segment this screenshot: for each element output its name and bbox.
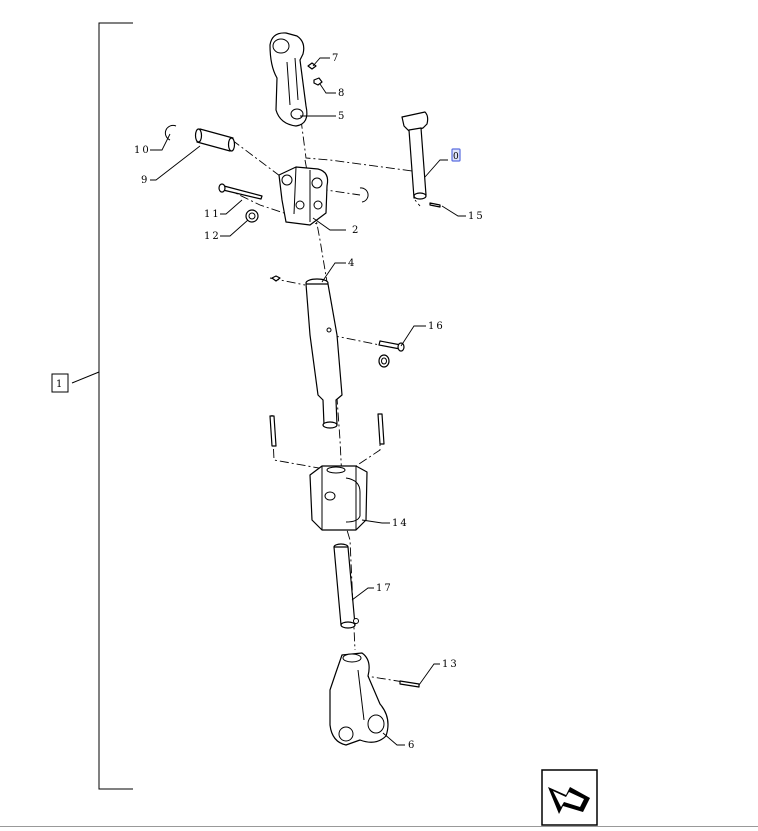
part-roll-pin-left[interactable]: [269, 415, 277, 447]
callout-5[interactable]: 5: [338, 111, 346, 122]
highlighted-callout[interactable]: 0: [451, 148, 461, 162]
bottom-divider: [0, 826, 758, 827]
callout-9[interactable]: 9: [141, 175, 149, 186]
part-16-bolt[interactable]: [378, 340, 405, 352]
part-handle-pin[interactable]: [401, 111, 429, 200]
part-2-clevis[interactable]: [278, 166, 329, 226]
part-16-ring[interactable]: [378, 354, 390, 368]
callout-17[interactable]: 17: [376, 583, 393, 594]
assembly-label: 1: [56, 379, 64, 390]
part-9-pin[interactable]: [194, 128, 236, 152]
callout-2[interactable]: 2: [352, 225, 360, 236]
part-13-pin[interactable]: [399, 680, 420, 688]
part-6-lower-clevis[interactable]: [329, 652, 389, 746]
callout-7[interactable]: 7: [332, 53, 340, 64]
callout-numbers: 7 8 5 10 9 11 12 2 15 4 16 14 17 13 6: [134, 53, 485, 751]
callout-12[interactable]: 12: [204, 231, 221, 242]
part-circlip-right[interactable]: [359, 187, 369, 203]
callout-15[interactable]: 15: [468, 211, 485, 222]
callout-16[interactable]: 16: [428, 321, 445, 332]
callout-4[interactable]: 4: [348, 258, 356, 269]
assembly-label-box[interactable]: [51, 373, 69, 393]
next-arrow-icon: [548, 787, 590, 814]
part-10-circlip[interactable]: [164, 124, 177, 141]
part-14-coupling[interactable]: [309, 465, 368, 531]
part-8-nut[interactable]: [313, 77, 323, 86]
callout-11[interactable]: 11: [204, 209, 221, 220]
callout-10[interactable]: 10: [134, 145, 151, 156]
part-5-rocker-arm[interactable]: [269, 32, 308, 127]
part-15-split-pin[interactable]: [429, 202, 441, 208]
callout-8[interactable]: 8: [338, 88, 346, 99]
part-17-rod[interactable]: [333, 543, 359, 629]
callout-14[interactable]: 14: [392, 518, 409, 529]
callout-6[interactable]: 6: [408, 740, 416, 751]
next-page-button[interactable]: [541, 769, 598, 826]
part-small-nut[interactable]: [271, 275, 281, 282]
part-12-washer[interactable]: [245, 209, 259, 223]
part-11-bolt[interactable]: [218, 183, 263, 200]
callout-leaders: [150, 57, 466, 746]
part-roll-pin-right[interactable]: [377, 413, 385, 445]
part-4-adjuster-tube[interactable]: [305, 278, 343, 429]
callout-13[interactable]: 13: [442, 659, 459, 670]
highlighted-callout-text: 0: [453, 152, 459, 162]
assembly-bracket: 1: [51, 22, 133, 790]
